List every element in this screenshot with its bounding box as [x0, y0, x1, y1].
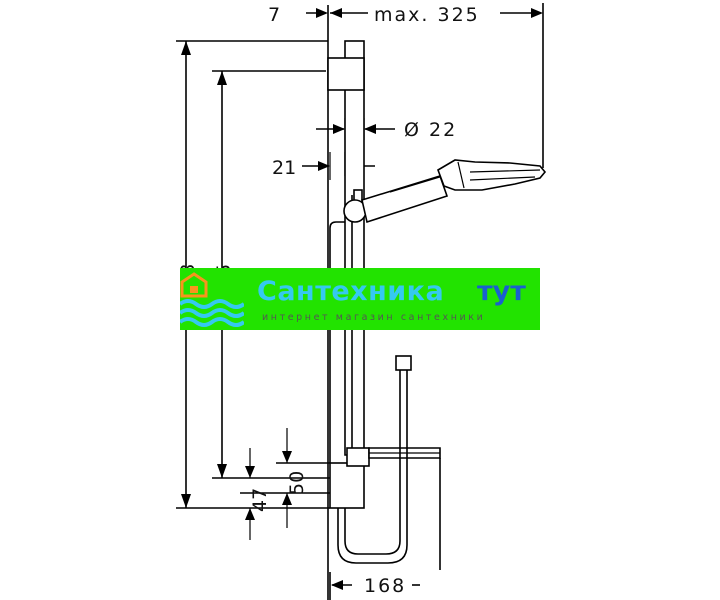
soap-dish	[329, 447, 441, 509]
brand-accent: тут	[477, 276, 526, 307]
brand-tagline: интернет магазин сантехники	[262, 312, 486, 323]
brand-name: Сантехника	[257, 276, 445, 307]
dimension-holder-offset: 50	[286, 471, 308, 495]
upper-wall-bracket	[327, 57, 365, 91]
dimension-rail-diameter: Ø 22	[404, 119, 457, 141]
lower-wall-bracket	[329, 462, 365, 509]
dimension-soap-dish: 168	[364, 575, 406, 597]
house-wave-logo-icon	[180, 272, 244, 327]
hose-connector	[395, 355, 412, 371]
watermark-banner: Сантехника тут интернет магазин сантехни…	[180, 268, 540, 330]
top-dimension-line: 7 max. 325	[268, 3, 544, 168]
dimension-top-offset: 7	[268, 4, 280, 26]
shower-holder	[343, 175, 449, 224]
dimension-holder-height: 47	[249, 488, 271, 512]
shower-hose	[337, 355, 441, 570]
bottom-dimension-line: 168	[329, 572, 420, 600]
shower-rail	[327, 40, 365, 463]
hand-shower-head	[437, 159, 547, 191]
holder-dimension-lines: 47 50	[240, 428, 330, 540]
dimension-max-reach: max. 325	[374, 4, 480, 26]
dimension-wall-offset: 21	[272, 157, 296, 179]
